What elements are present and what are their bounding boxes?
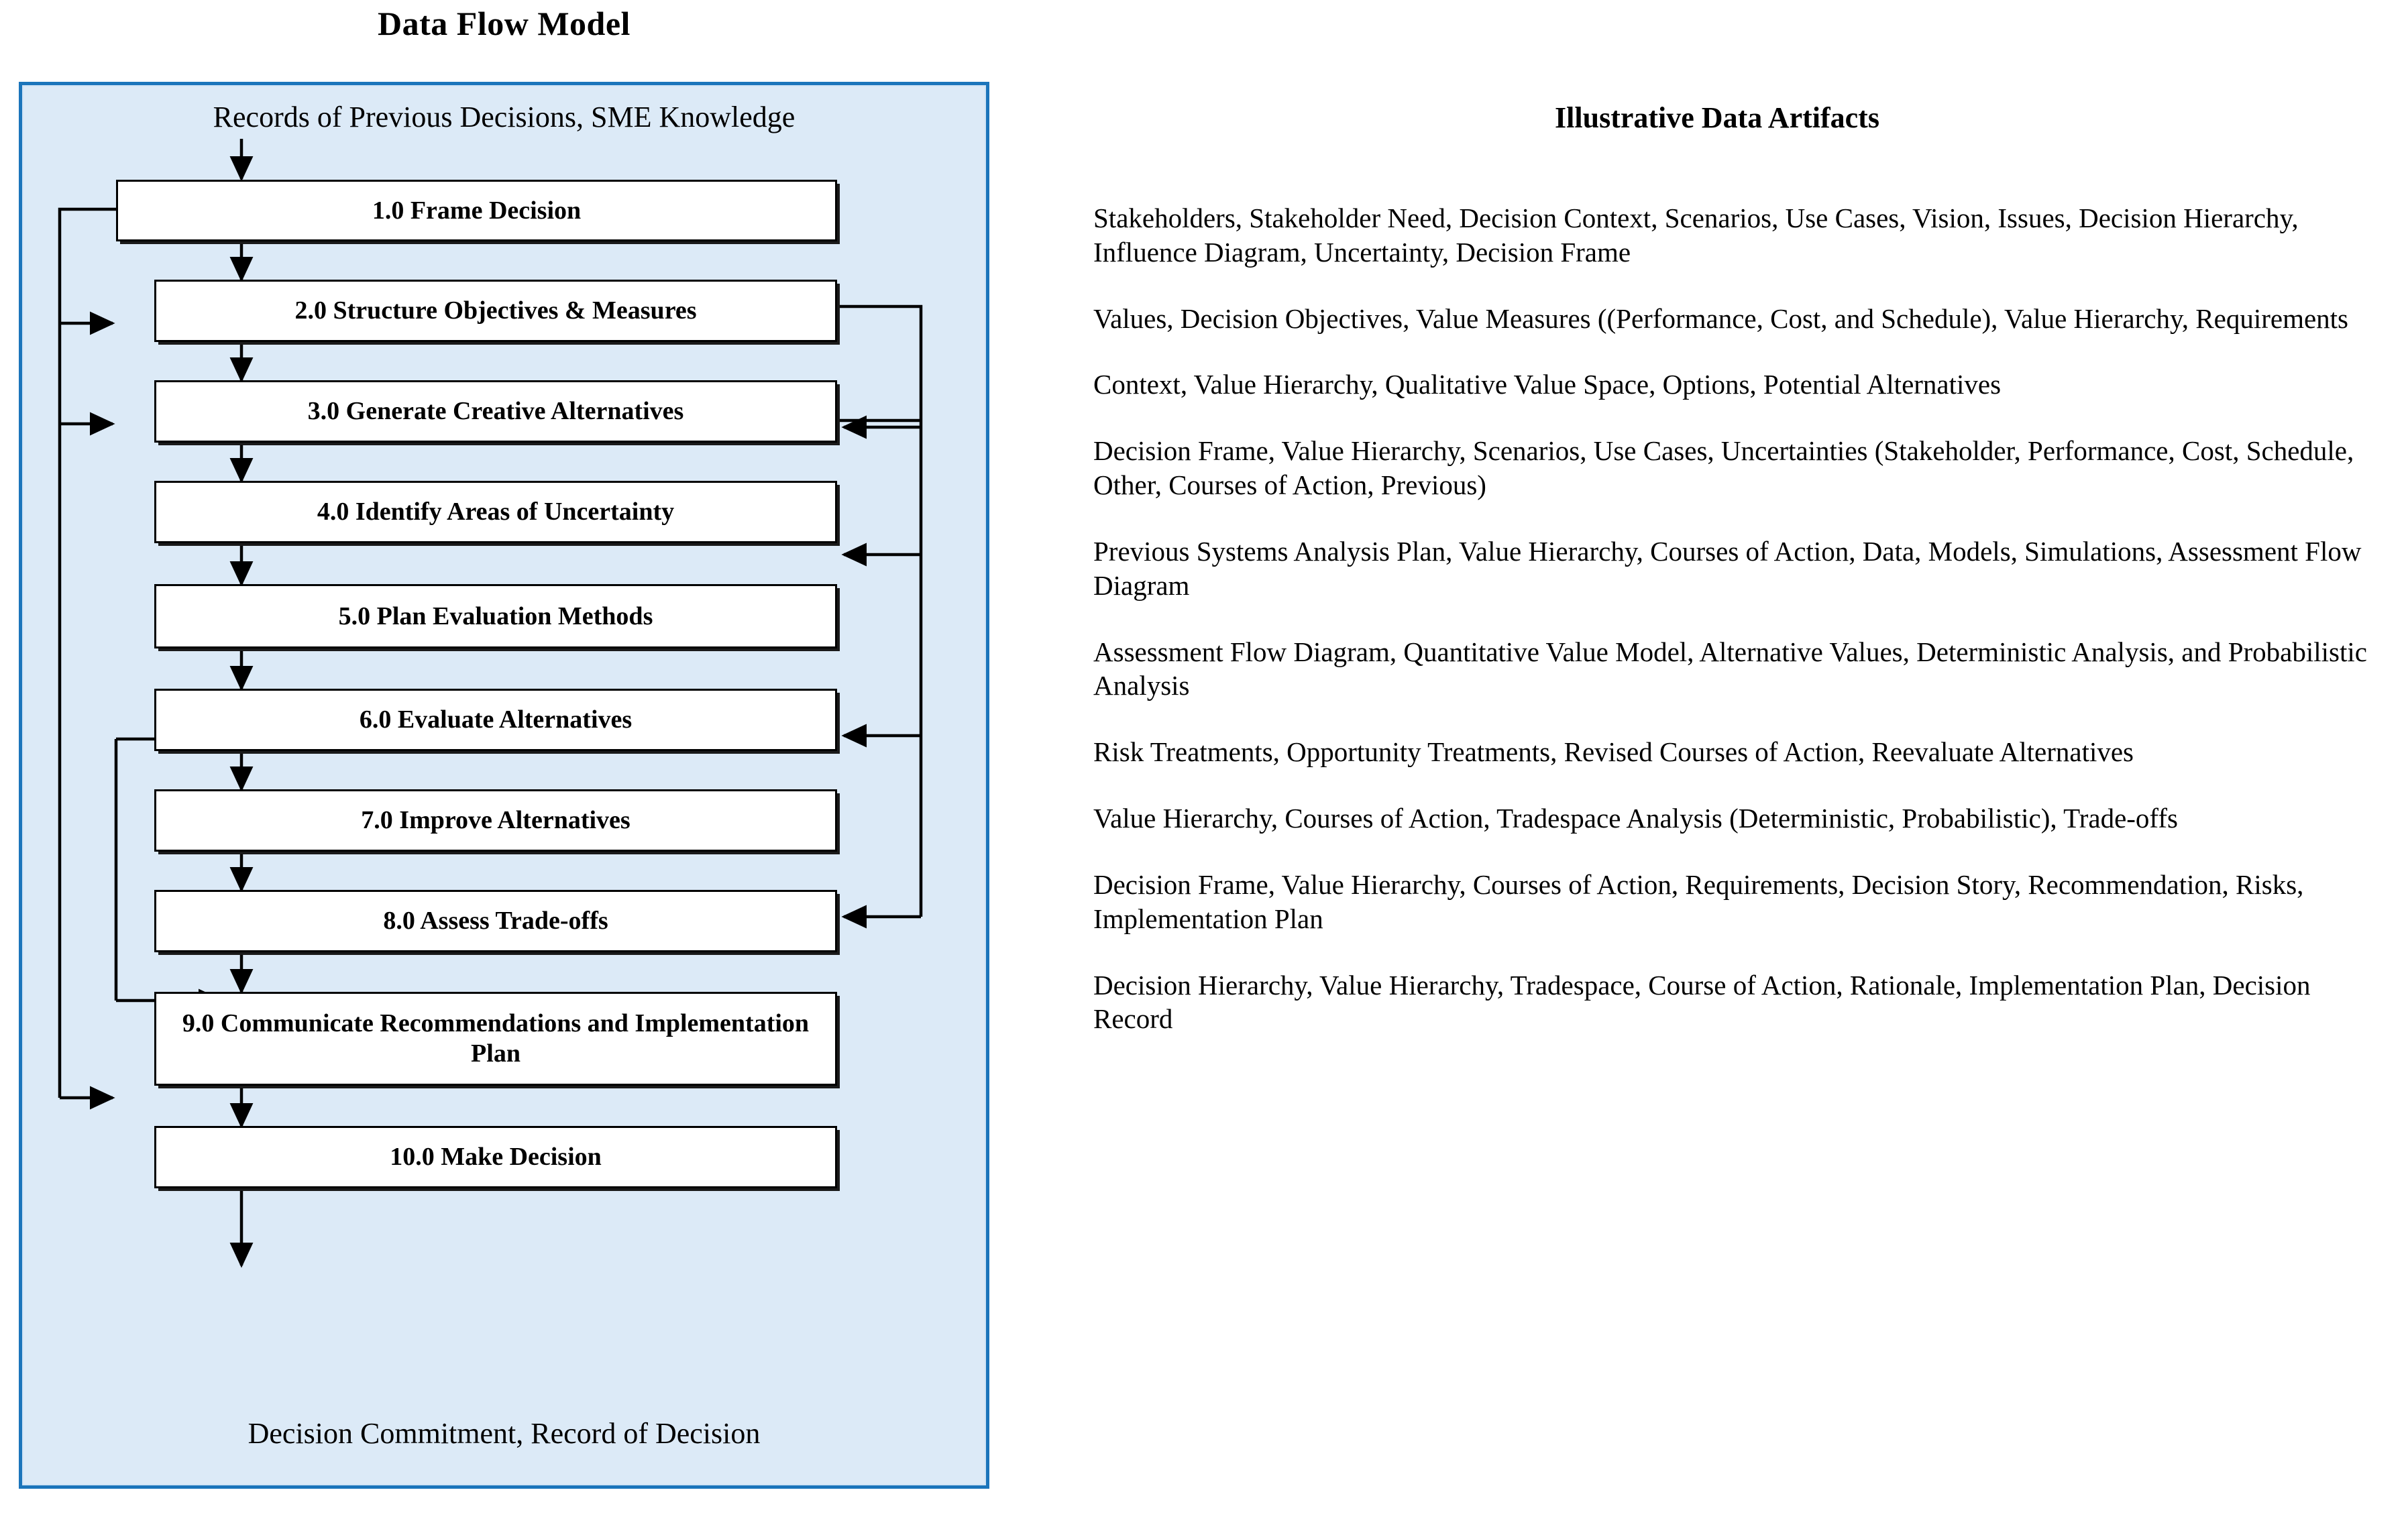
artifact-item: Decision Frame, Value Hierarchy, Scenari… xyxy=(1093,435,2354,501)
artifact-item: Decision Hierarchy, Value Hierarchy, Tra… xyxy=(1093,969,2311,1035)
process-box-2[interactable]: 2.0 Structure Objectives & Measures xyxy=(154,280,837,342)
artifacts-heading: Illustrative Data Artifacts xyxy=(1555,101,1879,134)
output-data-label: Decision Commitment, Record of Decision xyxy=(248,1417,761,1450)
process-box-4[interactable]: 4.0 Identify Areas of Uncertainty xyxy=(154,481,837,543)
artifacts-list: Stakeholders, Stakeholder Need, Decision… xyxy=(1093,201,2395,1068)
artifact-item: Assessment Flow Diagram, Quantitative Va… xyxy=(1093,636,2367,701)
artifact-item: Decision Frame, Value Hierarchy, Courses… xyxy=(1093,868,2304,934)
input-data-label: Records of Previous Decisions, SME Knowl… xyxy=(213,101,796,133)
process-box-8[interactable]: 8.0 Assess Trade-offs xyxy=(154,890,837,952)
artifact-item: Risk Treatments, Opportunity Treatments,… xyxy=(1093,736,2134,768)
artifact-item: Stakeholders, Stakeholder Need, Decision… xyxy=(1093,203,2299,268)
data-flow-model-panel: Records of Previous Decisions, SME Knowl… xyxy=(19,82,989,1489)
artifact-item: Previous Systems Analysis Plan, Value Hi… xyxy=(1093,535,2362,601)
artifact-item: Value Hierarchy, Courses of Action, Trad… xyxy=(1093,803,2178,834)
process-box-1[interactable]: 1.0 Frame Decision xyxy=(116,180,837,241)
process-box-5[interactable]: 5.0 Plan Evaluation Methods xyxy=(154,584,837,648)
process-box-7[interactable]: 7.0 Improve Alternatives xyxy=(154,789,837,852)
page-title: Data Flow Model xyxy=(378,5,631,42)
process-box-6[interactable]: 6.0 Evaluate Alternatives xyxy=(154,689,837,751)
process-box-9[interactable]: 9.0 Communicate Recommendations and Impl… xyxy=(154,992,837,1086)
process-box-10[interactable]: 10.0 Make Decision xyxy=(154,1126,837,1188)
artifact-item: Context, Value Hierarchy, Qualitative Va… xyxy=(1093,369,2002,400)
artifact-item: Values, Decision Objectives, Value Measu… xyxy=(1093,302,2349,334)
process-box-3[interactable]: 3.0 Generate Creative Alternatives xyxy=(154,380,837,443)
